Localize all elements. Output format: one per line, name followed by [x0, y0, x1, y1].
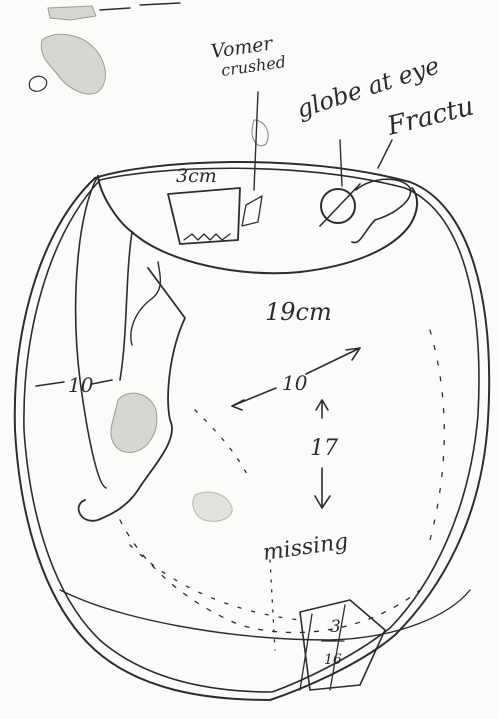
fracture-text: Fractu	[383, 91, 476, 142]
center-10-label: 10	[232, 348, 360, 410]
measure-17: 17	[310, 436, 338, 461]
fraction-numerator: 3	[330, 617, 341, 637]
skull-outline	[15, 162, 489, 700]
bottom-fragment: 3 16	[300, 600, 385, 690]
left-10-label: 10	[36, 373, 112, 397]
vomer-label: Vomer crushed	[210, 32, 287, 226]
paper-smudges	[29, 3, 180, 94]
vomer-box: 3cm	[168, 165, 240, 244]
missing-bone-region	[79, 268, 185, 521]
measure-19cm: 19cm	[265, 298, 332, 326]
measure-10-center: 10	[282, 371, 308, 395]
measure-10-left: 10	[68, 373, 94, 397]
measure-3cm: 3cm	[176, 165, 217, 187]
globe-label: globe at eye	[293, 51, 443, 242]
vertical-17-label: 17	[310, 400, 338, 508]
fracture-label: Fractu	[378, 91, 477, 168]
missing-text: missing	[261, 529, 349, 566]
fraction-denominator: 16	[324, 652, 342, 668]
